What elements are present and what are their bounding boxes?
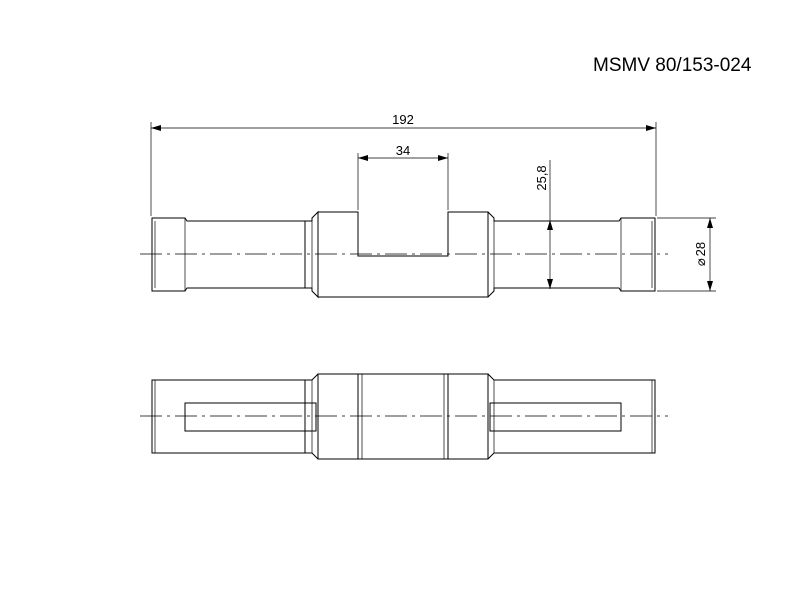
top-view [140,373,668,460]
dim-192-label: 192 [392,112,414,127]
diameter-symbol: ⌀ [693,258,708,266]
top-right-keyway [489,402,622,432]
front-left-shaft [151,217,306,292]
dim-28-label-group: ⌀ 28 [693,242,708,266]
dim-34-label: 34 [396,143,410,158]
front-right-transition [487,211,501,298]
dimensions: 192 34 25,8 ⌀ 28 [150,112,716,292]
top-left-keyway [184,402,317,432]
dim-28-label: 28 [693,242,708,256]
top-right-shaft [501,379,656,454]
svg-text:⌀28: ⌀ 28 [693,242,708,266]
dim-25-8-label: 25,8 [534,165,549,190]
top-middle-body [317,373,489,460]
front-view [140,210,668,299]
part-number-title: MSMV 80/153-024 [593,55,752,76]
top-left-shaft [151,379,306,454]
front-middle-body [317,211,489,298]
front-left-transition [305,210,319,299]
front-right-shaft [501,217,656,292]
